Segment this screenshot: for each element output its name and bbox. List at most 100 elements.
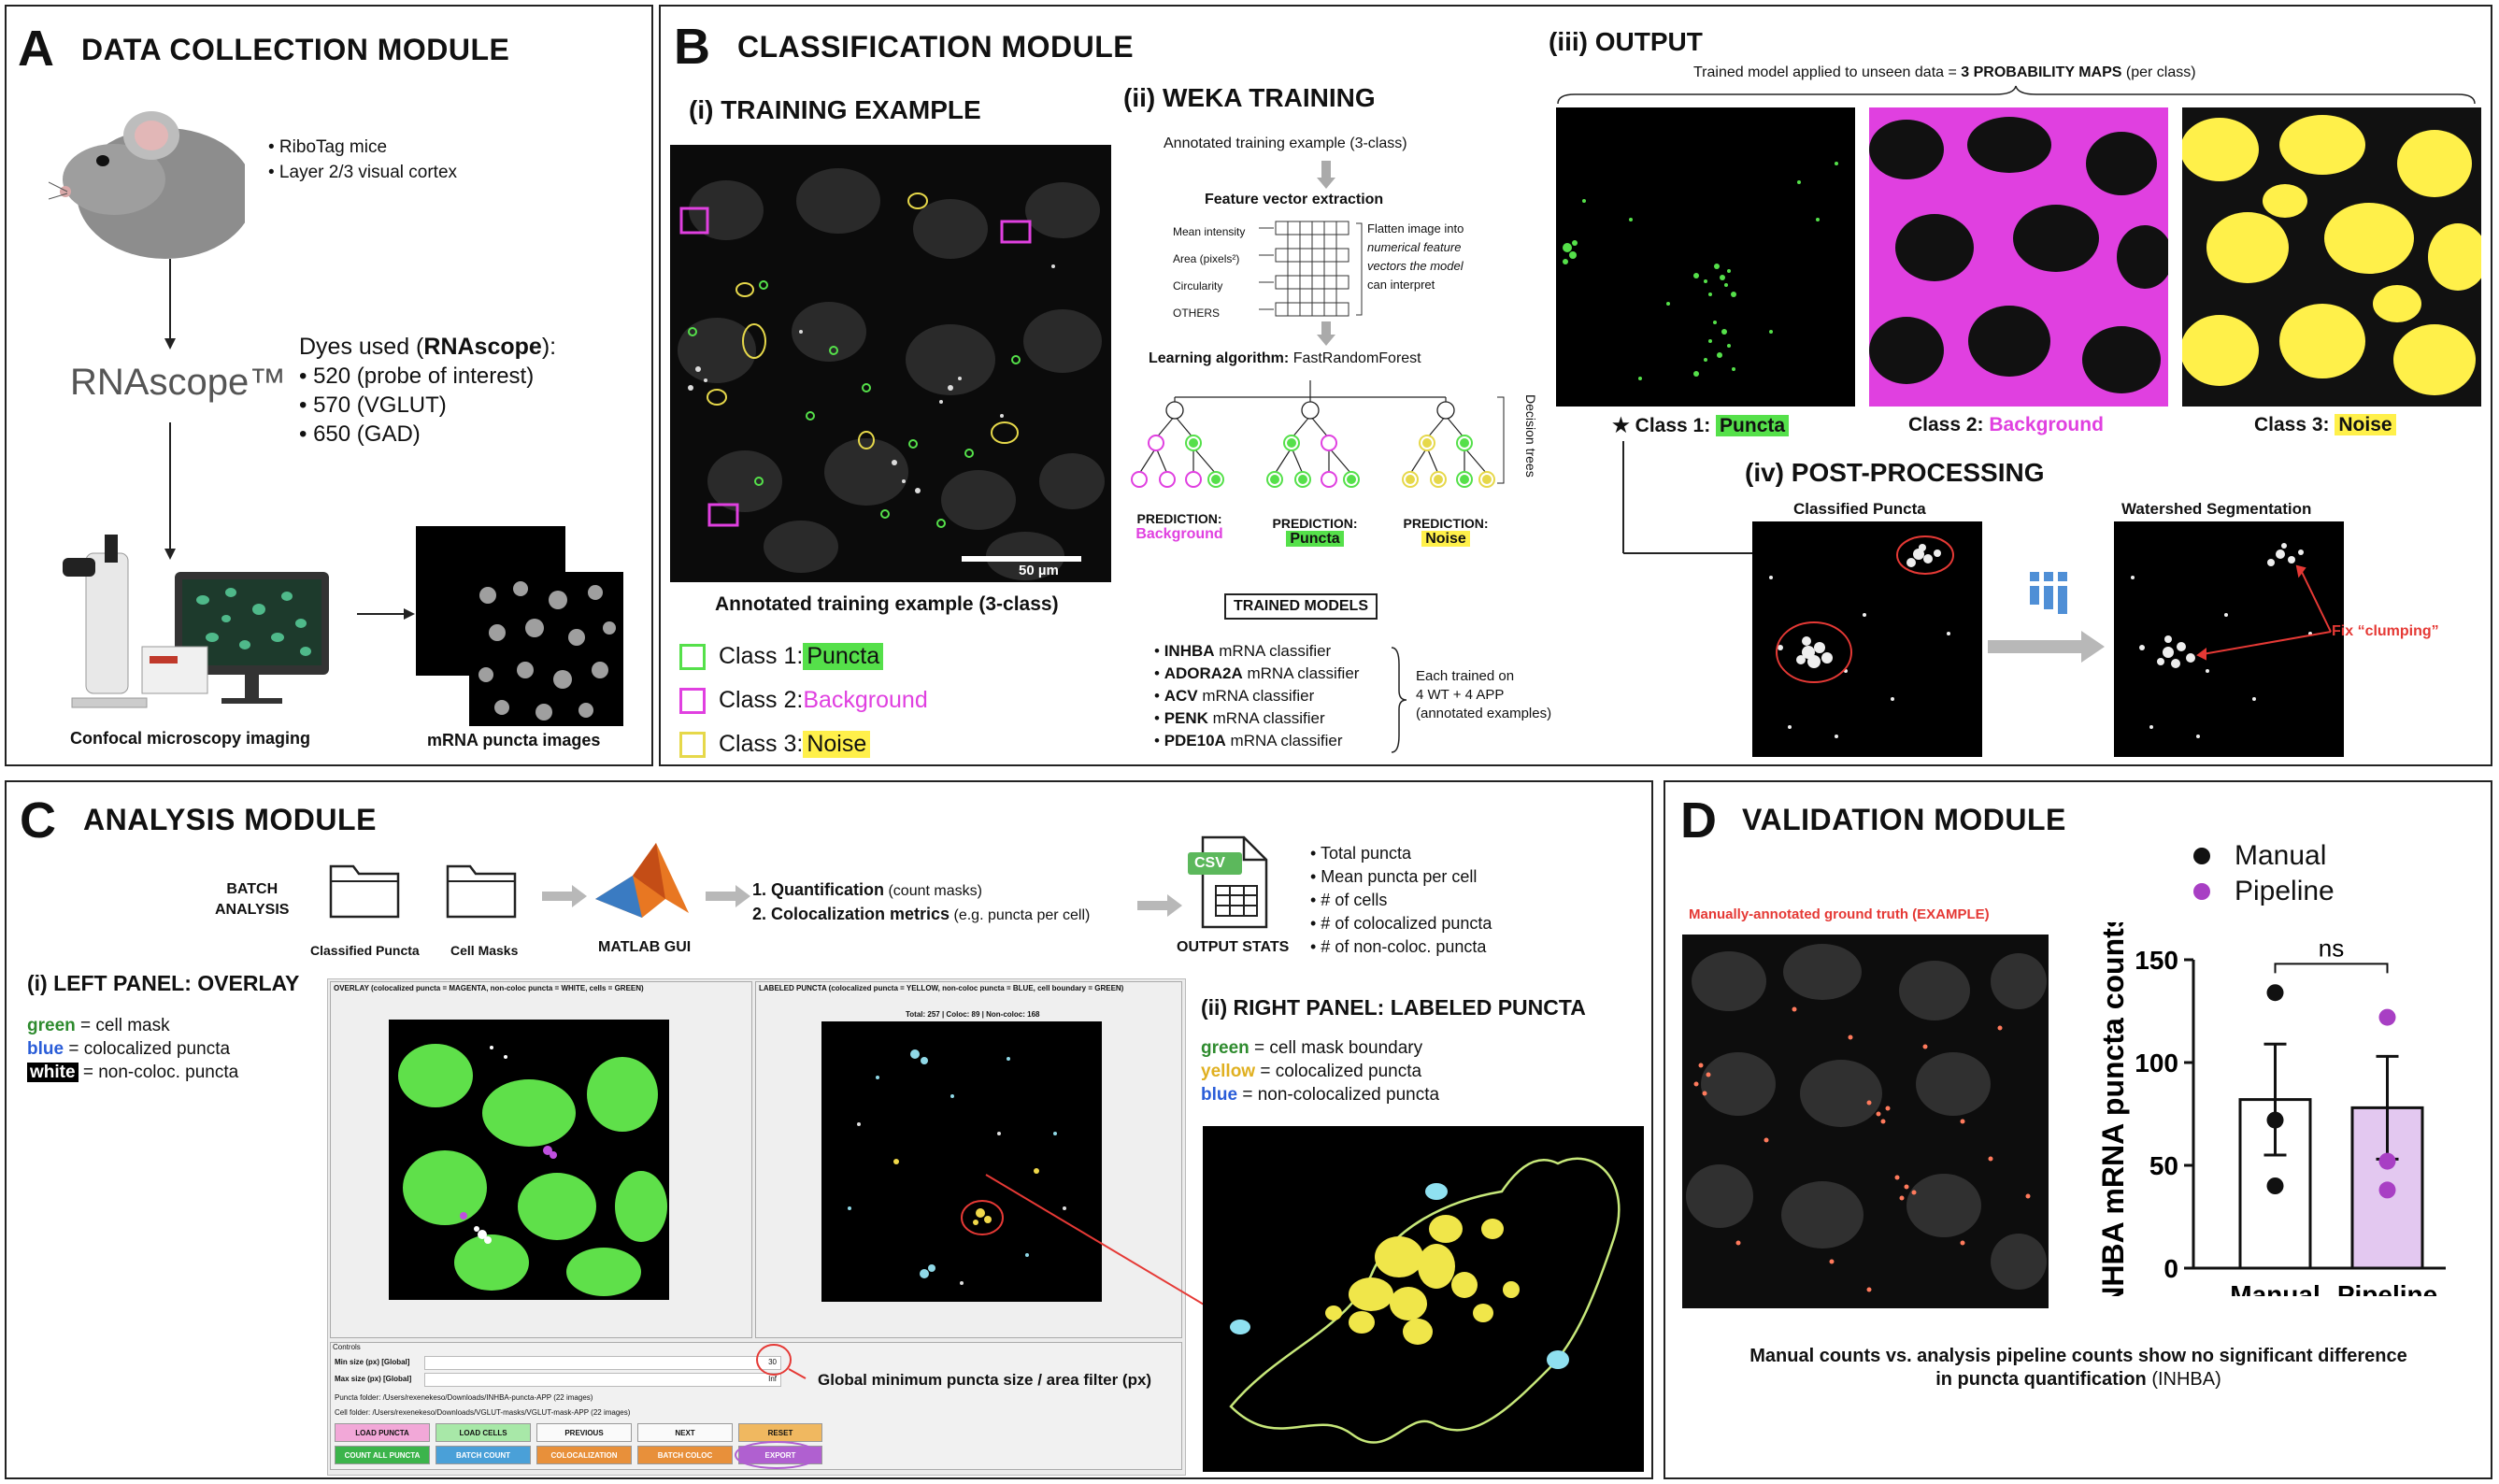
legend-row-puncta: Class 1: Puncta — [679, 635, 928, 678]
mouse-bullet-1: • RiboTag mice — [268, 137, 388, 157]
legend-prefix-puncta: Class 1: — [719, 643, 804, 669]
max-size-value: Inf — [768, 1375, 777, 1383]
models-note-2: 4 WT + 4 APP — [1416, 687, 1505, 703]
colocalization-button[interactable]: COLOCALIZATION — [536, 1446, 632, 1464]
count-all-puncta-button[interactable]: COUNT ALL PUNCTA — [335, 1446, 430, 1464]
significance-bracket — [2274, 963, 2389, 974]
legend-swatch-background — [679, 687, 706, 714]
csv-badge: CSV — [1194, 855, 1225, 871]
left-legend-blue: blue = colocalized puncta — [27, 1037, 238, 1061]
model-adora2a-rest: mRNA classifier — [1242, 664, 1360, 682]
legend-manual: Manual — [2193, 838, 2335, 874]
previous-button[interactable]: PREVIOUS — [536, 1423, 632, 1442]
output-name-noise: Noise — [2335, 414, 2396, 435]
learning-bold: Learning algorithm: — [1149, 350, 1290, 366]
learning-algo: FastRandomForest — [1292, 350, 1421, 366]
model-adora2a: • ADORA2A mRNA classifier — [1154, 664, 1360, 682]
model-list: • INHBA mRNA classifier • ADORA2A mRNA c… — [1154, 640, 1359, 752]
dye-3: • 650 (GAD) — [299, 421, 421, 447]
probability-map-noise — [2182, 107, 2481, 407]
step-1-rest: (count masks) — [884, 883, 982, 899]
legend-row-noise: Class 3: Noise — [679, 722, 928, 766]
output-label-noise: Class 3: Noise — [2254, 414, 2396, 436]
legend-prefix-background: Class 2: — [719, 687, 804, 713]
models-note: Each trained on 4 WT + 4 APP (annotated … — [1416, 667, 1551, 723]
batch-coloc-button[interactable]: BATCH COLOC — [637, 1446, 733, 1464]
prediction-label-1: PREDICTION: — [1136, 511, 1222, 526]
gray-arrow-1 — [542, 885, 587, 907]
point-pipeline-2 — [2378, 1181, 2396, 1199]
caption-microscope: Confocal microscopy imaging — [70, 729, 311, 748]
batch-label-2: ANALYSIS — [215, 902, 290, 918]
y-tick-label-1: 50 — [2149, 1151, 2178, 1180]
feature-title: Feature vector extraction — [1205, 192, 1384, 207]
output-name-puncta: Puncta — [1716, 415, 1790, 436]
batch-count-button[interactable]: BATCH COUNT — [436, 1446, 531, 1464]
left-rest-blue: = colocalized puncta — [64, 1039, 231, 1059]
legend-swatch-noise — [679, 731, 706, 758]
microscope-illustration — [63, 535, 329, 708]
gui-controls: Controls Min size (px) [Global] 30 Max s… — [330, 1342, 1182, 1470]
controls-label: Controls — [333, 1343, 361, 1351]
mouse-illustration — [49, 111, 245, 259]
panel-c: C ANALYSIS MODULE BATCH ANALYSIS Classif… — [5, 780, 1653, 1479]
model-pde10a: • PDE10A mRNA classifier — [1154, 732, 1343, 749]
panel-b-title: CLASSIFICATION MODULE — [737, 30, 1135, 64]
feature-list: Mean intensity Area (pixels²) Circularit… — [1173, 219, 1245, 327]
output-note-bold: 3 PROBABILITY MAPS — [1961, 64, 2122, 80]
cell-folder-path: Cell folder: /Users/rexenekeso/Downloads… — [335, 1408, 631, 1417]
watershed-label: Watershed Segmentation — [2121, 500, 2312, 518]
panel-d-title: VALIDATION MODULE — [1742, 803, 2066, 836]
load-cells-button[interactable]: LOAD CELLS — [436, 1423, 531, 1442]
stat-mean: • Mean puncta per cell — [1310, 867, 1478, 886]
folder-label-puncta: Classified Puncta — [310, 943, 420, 958]
max-size-field[interactable]: Inf — [424, 1373, 781, 1387]
classified-puncta-label: Classified Puncta — [1793, 500, 1926, 518]
load-puncta-button[interactable]: LOAD PUNCTA — [335, 1423, 430, 1442]
panel-c-letter: C — [20, 792, 56, 849]
model-adora2a-name: ADORA2A — [1164, 664, 1243, 682]
left-panel-title: (i) LEFT PANEL: OVERLAY — [27, 971, 300, 995]
right-key-yellow: yellow — [1201, 1062, 1256, 1081]
legend-pipeline: Pipeline — [2193, 874, 2335, 909]
model-penk: • PENK mRNA classifier — [1154, 709, 1325, 727]
ground-truth-caption: Manually-annotated ground truth (EXAMPLE… — [1689, 906, 1990, 922]
training-title: (i) TRAINING EXAMPLE — [689, 95, 981, 124]
left-key-white: white — [27, 1063, 79, 1082]
right-key-blue: blue — [1201, 1085, 1238, 1105]
model-acv: • ACV mRNA classifier — [1154, 687, 1315, 705]
right-key-green: green — [1201, 1038, 1250, 1058]
learning-algorithm: Learning algorithm: FastRandomForest — [1149, 350, 1421, 367]
min-size-field[interactable]: 30 — [424, 1356, 781, 1370]
next-button[interactable]: NEXT — [637, 1423, 733, 1442]
output-brace — [1557, 85, 2476, 105]
puncta-folder-path: Puncta folder: /Users/rexenekeso/Downloa… — [335, 1393, 593, 1402]
left-legend-green: green = cell mask — [27, 1014, 238, 1037]
output-stats-label: OUTPUT STATS — [1177, 939, 1290, 955]
step-2-rest: (e.g. puncta per cell) — [950, 907, 1091, 923]
prediction-label-3: PREDICTION: — [1403, 516, 1489, 531]
step-2-bold: 2. Colocalization metrics — [752, 905, 950, 923]
model-inhba-name: INHBA — [1164, 642, 1215, 660]
legend-pipeline-dot — [2193, 883, 2210, 900]
output-label-background: Class 2: Background — [1908, 414, 2104, 436]
left-legend: green = cell mask blue = colocalized pun… — [27, 1014, 238, 1084]
panel-a-letter: A — [18, 21, 54, 77]
prediction-puncta: PREDICTION: Puncta — [1264, 516, 1366, 548]
prediction-value-background: Background — [1135, 526, 1223, 542]
footer-line-2: in puncta quantification (INHBA) — [1677, 1369, 2480, 1391]
left-legend-white: white = non-coloc. puncta — [27, 1061, 238, 1084]
feature-note-3: vectors the model — [1367, 259, 1464, 273]
gray-arrow-2 — [706, 885, 750, 907]
export-button[interactable]: EXPORT — [738, 1446, 822, 1464]
dyes-title-bold: RNAscope — [423, 334, 542, 360]
scale-bar-label: 50 µm — [1019, 563, 1059, 578]
model-pde10a-rest: mRNA classifier — [1225, 732, 1343, 749]
point-pipeline-1 — [2378, 1152, 2396, 1170]
decision-trees-label: Decision trees — [1523, 394, 1538, 478]
legend-name-noise: Noise — [803, 731, 871, 758]
model-pde10a-name: PDE10A — [1164, 732, 1226, 749]
watershed-image — [2114, 521, 2344, 757]
step-colocalization: 2. Colocalization metrics (e.g. puncta p… — [752, 903, 1090, 927]
